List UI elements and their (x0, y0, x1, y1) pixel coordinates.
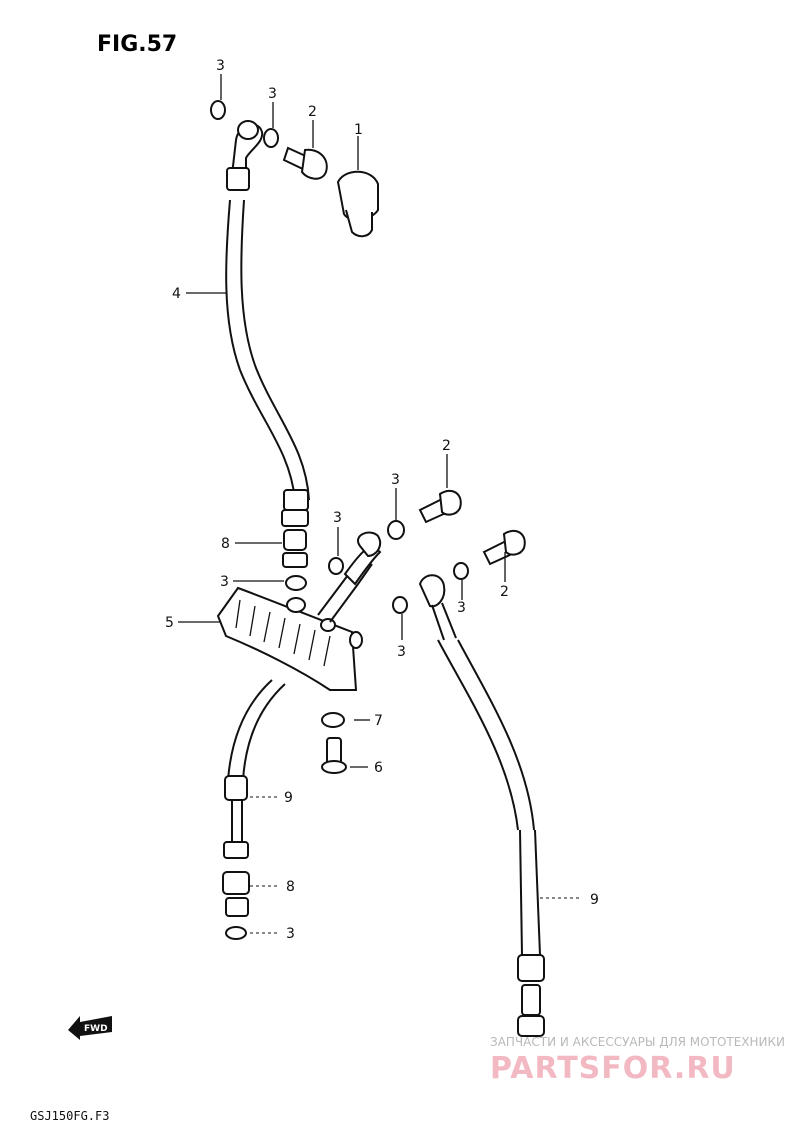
brake-hose-left (222, 679, 286, 917)
callout-3: 3 (391, 472, 400, 488)
figure-title: FIG.57 (97, 32, 177, 57)
callout-4: 4 (172, 286, 181, 302)
watermark: ЗАПЧАСТИ И АКСЕССУАРЫ ДЛЯ МОТОТЕХНИКИ PA… (490, 1035, 785, 1086)
callout-2: 2 (500, 584, 509, 600)
brake-hose-right (418, 574, 545, 1037)
callout-3: 3 (397, 644, 406, 660)
joint-outlet-pipe (317, 531, 382, 623)
callout-8: 8 (221, 536, 230, 552)
hose-joint-stack (281, 509, 309, 568)
three-way-joint (216, 586, 363, 691)
callout-2: 2 (308, 104, 317, 120)
callout-5: 5 (165, 615, 174, 631)
bleeder-cap (336, 170, 379, 238)
washer-parts (210, 100, 469, 940)
callout-3: 3 (268, 86, 277, 102)
callout-labels: 1 2 2 2 3 3 3 3 3 3 3 3 4 5 6 7 8 8 9 9 (165, 58, 599, 942)
callout-6: 6 (374, 760, 383, 776)
callout-9: 9 (284, 790, 293, 806)
diagram-code: GSJ150FG.F3 (30, 1109, 109, 1123)
callout-8: 8 (286, 879, 295, 895)
callout-3: 3 (333, 510, 342, 526)
callout-1: 1 (354, 122, 363, 138)
banjo-bolts (282, 146, 526, 566)
forward-label: FWD (84, 1024, 108, 1034)
callout-2: 2 (442, 438, 451, 454)
watermark-brand: PARTSFOR.RU (490, 1051, 736, 1086)
forward-arrow: FWD (68, 1016, 112, 1040)
mounting-bolt (321, 712, 347, 774)
brake-hose-upper (225, 120, 310, 511)
callout-3: 3 (457, 600, 466, 616)
callout-9: 9 (590, 892, 599, 908)
callout-3: 3 (220, 574, 229, 590)
callout-3: 3 (216, 58, 225, 74)
callout-7: 7 (374, 713, 383, 729)
leader-lines (178, 74, 582, 934)
callout-3: 3 (286, 926, 295, 942)
watermark-tagline: ЗАПЧАСТИ И АКСЕССУАРЫ ДЛЯ МОТОТЕХНИКИ (490, 1035, 785, 1049)
